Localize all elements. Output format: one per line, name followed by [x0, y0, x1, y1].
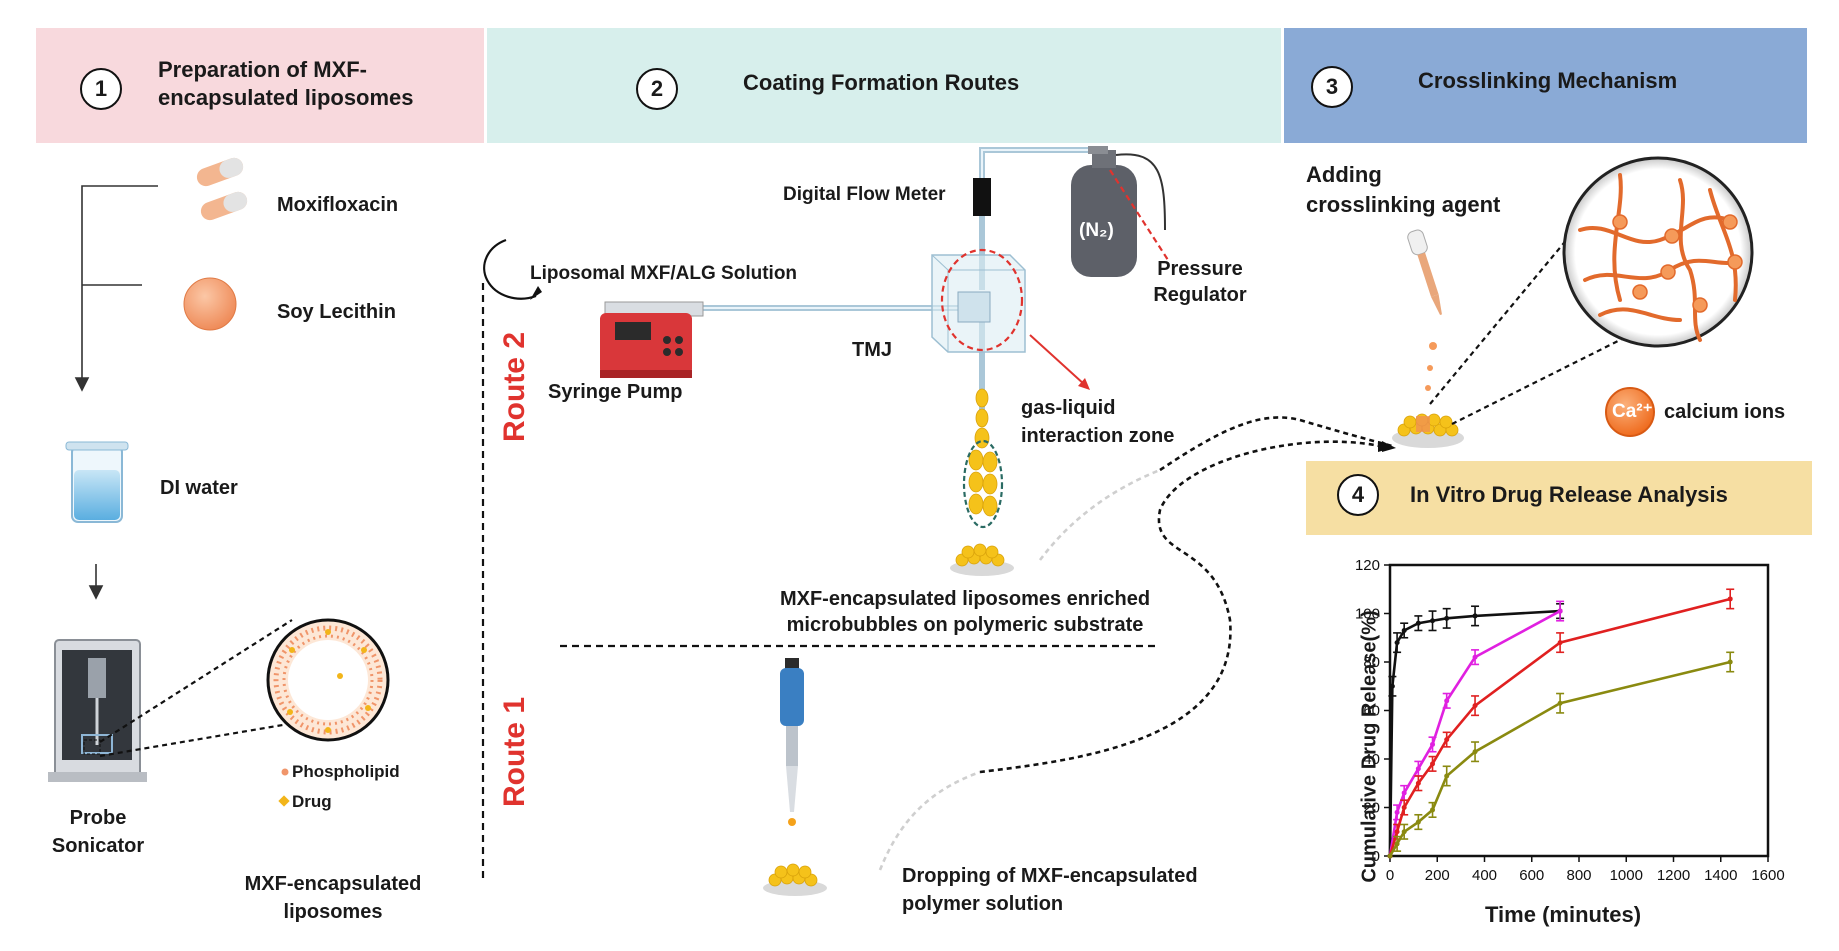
- prep-flow-lines: [74, 185, 158, 600]
- syringe-pump-label: Syringe Pump: [548, 381, 683, 403]
- tmj-junction: [931, 248, 1026, 353]
- di-water-label: DI water: [160, 477, 238, 499]
- calcium-ions-label: calcium ions: [1664, 401, 1786, 423]
- section-1-number: 1: [80, 68, 122, 110]
- route-2-label: Route 2: [498, 331, 531, 442]
- liposomal-solution-label: Liposomal MXF/ALG Solution: [530, 263, 798, 284]
- adding-crosslinking-agent-label: Adding crosslinking agent: [1306, 162, 1501, 217]
- route-divider-lines: [481, 283, 1160, 880]
- drug-icon: [278, 795, 290, 807]
- liposome-icon: [266, 618, 390, 742]
- circular-arrow-icon: [483, 238, 537, 300]
- substrate-route2: [950, 543, 1014, 576]
- capsule-icon: [196, 157, 248, 221]
- phospholipid-label: Phospholipid: [292, 762, 400, 781]
- soy-lecithin-label: Soy Lecithin: [277, 301, 396, 323]
- liposome-zoom: [99, 619, 313, 758]
- syringe-pump-icon: [600, 301, 704, 378]
- section-3-number: 3: [1311, 66, 1353, 108]
- microbubble-stream: [968, 388, 998, 517]
- chart-xlabel: Time (minutes): [1485, 902, 1642, 927]
- crosslink-dish: [1392, 413, 1464, 448]
- section-3-header: [1284, 28, 1807, 143]
- nitrogen-label: (N₂): [1079, 220, 1114, 241]
- digital-flow-meter-label: Digital Flow Meter: [783, 184, 946, 205]
- drug-label: Drug: [292, 792, 332, 811]
- crosslink-network: [1562, 156, 1754, 348]
- moxifloxacin-label: Moxifloxacin: [277, 194, 399, 216]
- soy-lecithin-sphere: [183, 277, 237, 331]
- beaker-icon: [65, 441, 129, 523]
- liposomes-label: MXF-encapsulated liposomes: [244, 873, 422, 923]
- digital-flow-meter-icon: [973, 178, 991, 216]
- pipette-icon: [780, 658, 804, 826]
- section-2-header: [487, 28, 1281, 143]
- probe-sonicator-icon: [48, 639, 147, 782]
- enriched-microbubbles-label: MXF-encapsulated liposomes enriched micr…: [779, 588, 1151, 636]
- section-4-header: [1306, 461, 1812, 535]
- tmj-label: TMJ: [852, 339, 892, 361]
- nitrogen-tank-icon: [1071, 146, 1137, 277]
- section-3-title: Crosslinking Mechanism: [1418, 68, 1678, 93]
- calcium-badge-text: Ca²⁺: [1612, 401, 1653, 422]
- section-1-title: Preparation of MXF- encapsulated liposom…: [158, 57, 414, 110]
- pressure-regulator-label: Pressure Regulator: [1153, 258, 1247, 306]
- substrate-route1: [763, 863, 827, 896]
- dropping-label: Dropping of MXF-encapsulated polymer sol…: [902, 865, 1198, 915]
- route-1-label: Route 1: [498, 696, 531, 807]
- chart-ylabel: Cumulative Drug Release(%): [1358, 610, 1381, 883]
- gas-liquid-label: gas-liquid interaction zone: [1021, 397, 1175, 447]
- section-4-title: In Vitro Drug Release Analysis: [1410, 482, 1728, 507]
- section-2-title: Coating Formation Routes: [743, 70, 1020, 95]
- dropper-icon: [1407, 229, 1442, 391]
- connector-curves: [878, 416, 1393, 871]
- calcium-ion-badge: [1605, 387, 1655, 437]
- section-2-number: 2: [636, 68, 678, 110]
- section-4-number: 4: [1337, 474, 1379, 516]
- phospholipid-icon: [281, 768, 289, 776]
- probe-sonicator-label: Probe Sonicator: [51, 807, 145, 857]
